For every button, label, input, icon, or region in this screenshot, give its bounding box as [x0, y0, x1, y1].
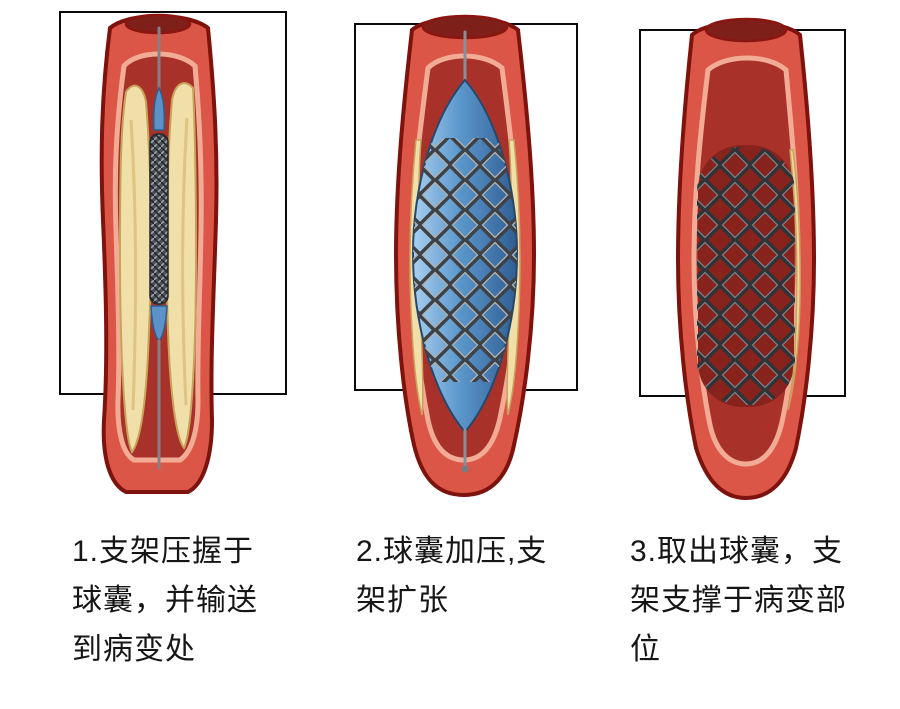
caption-line: 到病变处 [72, 633, 196, 666]
crimped-stent [149, 133, 169, 305]
catheter-tip-bead [461, 465, 469, 473]
caption-stage-3: 3.取出球囊，支 架支撑于病变部 位 [600, 527, 900, 674]
plaque-left-streak [129, 119, 137, 411]
plaque-right-streak [181, 117, 189, 406]
caption-line: 2.球囊加压,支 [356, 535, 548, 568]
panel-stage-1: 1.支架压握于 球囊，并输送 到病变处 [0, 0, 300, 709]
caption-stage-2: 2.球囊加压,支 架扩张 [300, 527, 600, 625]
caption-line: 3.取出球囊，支 [630, 535, 844, 568]
caption-line: 架支撑于病变部 [630, 584, 847, 617]
caption-line: 位 [630, 633, 661, 666]
balloon-catheter-tip [153, 86, 165, 131]
panel-stage-3: 3.取出球囊，支 架支撑于病变部 位 [600, 0, 900, 709]
artery-illustration-stage-1 [59, 11, 287, 494]
expanded-stent-mesh [413, 138, 517, 382]
caption-line: 球囊，并输送 [72, 584, 258, 617]
deployed-stent-mesh [697, 147, 795, 405]
caption-line: 架扩张 [356, 584, 449, 617]
panel-stage-2: 2.球囊加压,支 架扩张 [300, 0, 600, 709]
caption-stage-1: 1.支架压握于 球囊，并输送 到病变处 [0, 527, 300, 674]
artery-top-opening [704, 17, 788, 43]
artery-illustration-stage-2 [354, 14, 578, 498]
plaque-right-residual [787, 149, 801, 411]
caption-line: 1.支架压握于 [72, 535, 255, 568]
artery-illustration-stage-3 [639, 17, 846, 501]
